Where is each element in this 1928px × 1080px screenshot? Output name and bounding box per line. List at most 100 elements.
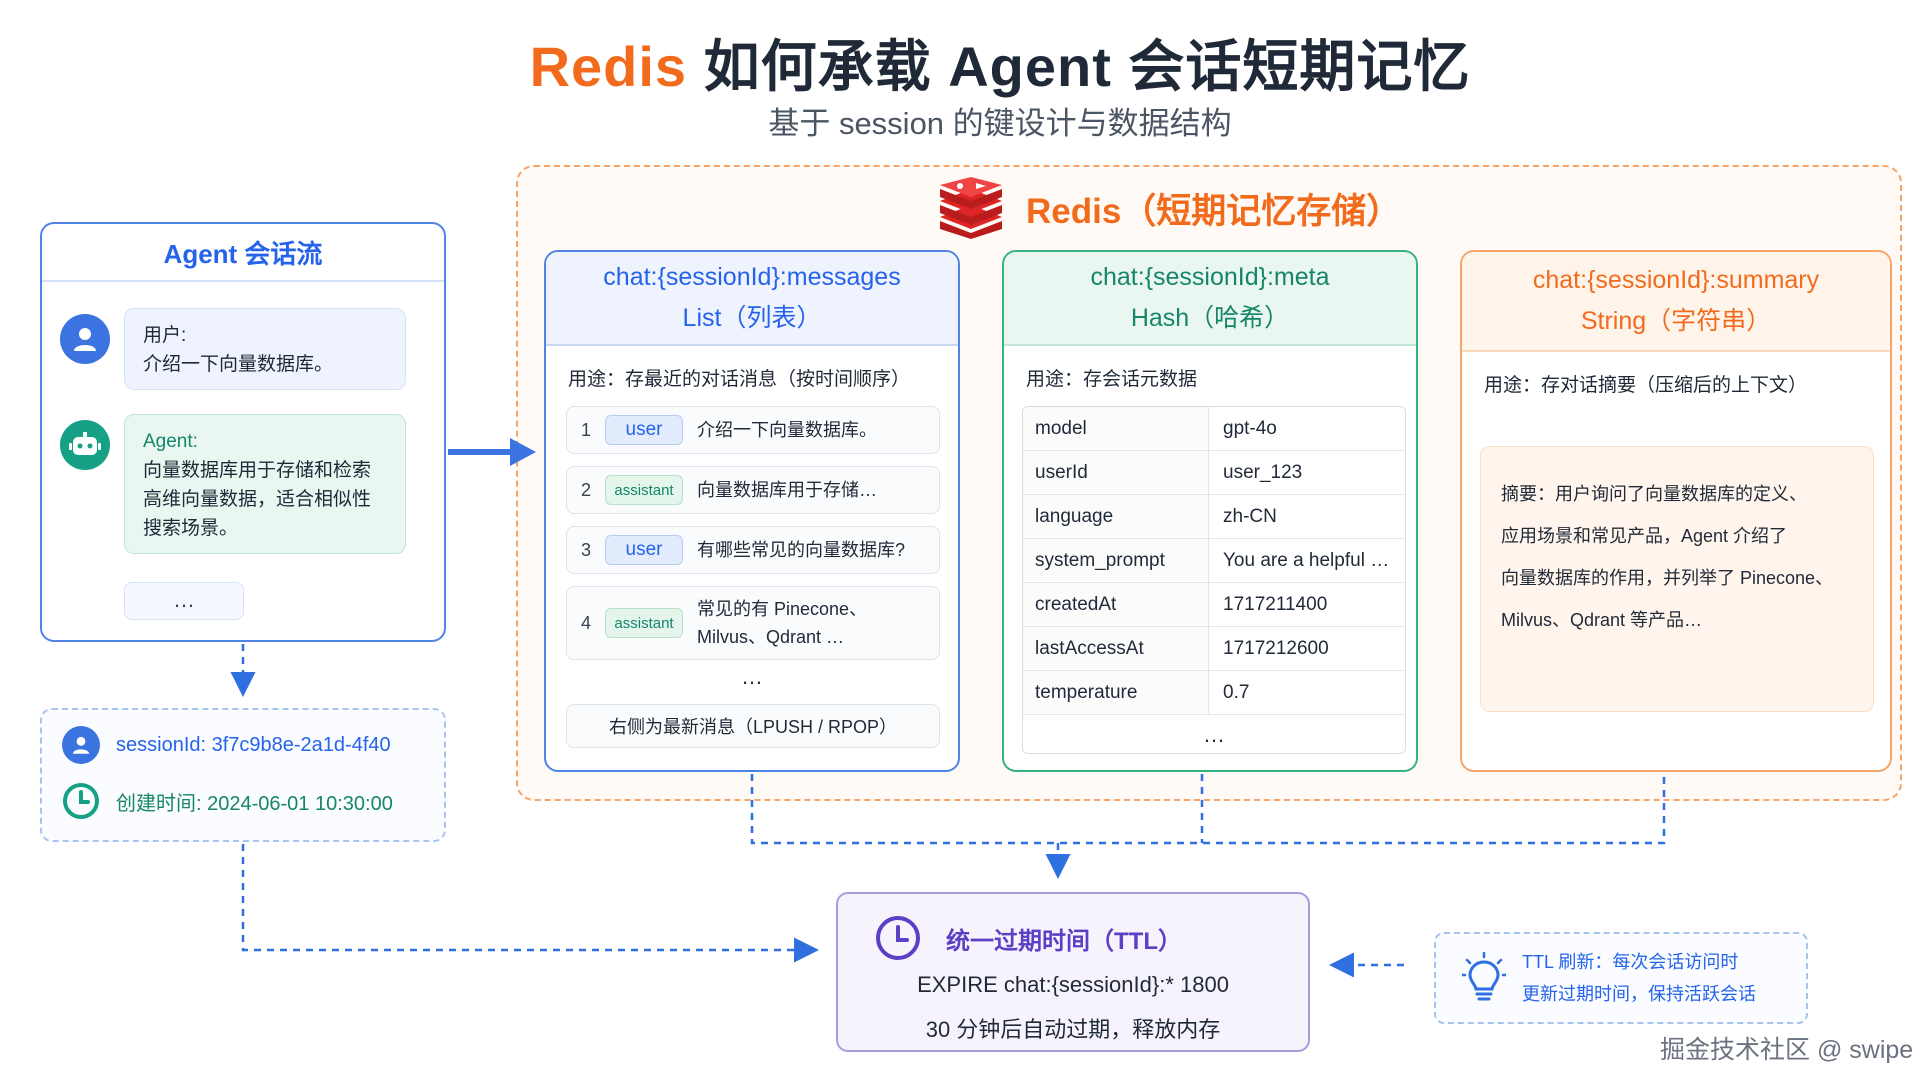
table-row: model gpt-4o: [1023, 407, 1405, 451]
user-icon: [62, 726, 100, 764]
redis-label: Redis（短期记忆存储）: [1026, 191, 1402, 231]
string-key: chat:{sessionId}:summary: [1532, 266, 1820, 294]
session-to-ttl-connector: [241, 844, 819, 963]
tip-line: 更新过期时间，保持活跃会话: [1522, 984, 1756, 1004]
list-item-line: Milvus、Qdrant …: [697, 627, 845, 647]
session-id-row: sessionId: 3f7c9b8e-2a1d-4f40: [62, 726, 391, 764]
clock-icon: [62, 782, 100, 820]
list-item-text: 有哪些常见的向量数据库?: [697, 540, 906, 560]
field-name: system_prompt: [1023, 539, 1209, 582]
session-created-text: 创建时间: 2024-06-01 10:30:00: [116, 792, 393, 815]
list-item-index: 3: [580, 539, 591, 560]
session-info-box: sessionId: 3f7c9b8e-2a1d-4f40 创建时间: 2024…: [40, 708, 446, 842]
list-item-text: 介绍一下向量数据库。: [697, 420, 877, 440]
hash-usage: 用途：存会话元数据: [1026, 369, 1198, 390]
page-subtitle: 基于 session 的键设计与数据结构: [768, 106, 1232, 141]
summary-line: 向量数据库的作用，并列举了 Pinecone、: [1501, 568, 1834, 588]
watermark: 掘金技术社区 @ swipe: [1660, 1036, 1914, 1064]
field-name: model: [1023, 407, 1209, 450]
list-footer: 右侧为最新消息（LPUSH / RPOP）: [566, 704, 940, 748]
user-avatar-icon: [60, 314, 110, 364]
user-message-text: 介绍一下向量数据库。: [143, 354, 334, 375]
redis-header: Redis（短期记忆存储）: [936, 172, 1401, 244]
hash-type: Hash（哈希）: [1130, 304, 1290, 332]
agent-message-line: 搜索场景。: [143, 518, 239, 539]
field-name: lastAccessAt: [1023, 627, 1209, 670]
ttl-box: 统一过期时间（TTL） EXPIRE chat:{sessionId}:* 18…: [836, 892, 1310, 1052]
page-title: Redis 如何承载 Agent 会话短期记忆: [0, 22, 1928, 103]
list-item-index: 1: [580, 419, 591, 440]
robot-avatar-icon: [60, 420, 110, 470]
agent-label: Agent:: [143, 431, 198, 452]
ttl-header: 统一过期时间（TTL）: [874, 914, 1182, 962]
redis-logo-icon: [940, 177, 1002, 239]
title-rest: 如何承载 Agent 会话短期记忆: [687, 35, 1471, 98]
list-item: 3 user 有哪些常见的向量数据库?: [566, 526, 940, 574]
field-value: 0.7: [1223, 681, 1250, 703]
summary-line: 摘要：用户询问了向量数据库的定义、: [1501, 484, 1807, 504]
field-value: 1717211400: [1223, 593, 1328, 615]
ttl-note: 30 分钟后自动过期，释放内存: [925, 1017, 1221, 1042]
user-label: 用户:: [143, 325, 187, 346]
list-item: 2 assistant 向量数据库用于存储…: [566, 466, 940, 514]
session-created-row: 创建时间: 2024-06-01 10:30:00: [62, 782, 393, 820]
hash-key: chat:{sessionId}:meta: [1090, 263, 1330, 291]
table-row: lastAccessAt 1717212600: [1023, 627, 1405, 671]
list-more: …: [741, 664, 763, 689]
list-item: 4 assistant 常见的有 Pinecone、 Milvus、Qdrant…: [566, 586, 940, 660]
tip-line: TTL 刷新：每次会话访问时: [1522, 952, 1739, 972]
list-type: List（列表）: [682, 304, 822, 332]
user-message-bubble: 用户: 介绍一下向量数据库。: [124, 308, 406, 390]
field-value: You are a helpful …: [1223, 549, 1390, 571]
string-card-header: chat:{sessionId}:summary String（字符串）: [1462, 252, 1890, 352]
lightbulb-icon: [1462, 952, 1506, 1001]
session-id-text: sessionId: 3f7c9b8e-2a1d-4f40: [116, 733, 391, 756]
title-brand: Redis: [529, 35, 688, 98]
list-item: 1 user 介绍一下向量数据库。: [566, 406, 940, 454]
field-name: userId: [1023, 451, 1209, 494]
summary-box: 摘要：用户询问了向量数据库的定义、 应用场景和常见产品，Agent 介绍了 向量…: [1480, 446, 1874, 712]
ttl-refresh-tip: TTL 刷新：每次会话访问时 更新过期时间，保持活跃会话: [1434, 932, 1808, 1024]
table-row: temperature 0.7: [1023, 671, 1405, 715]
messages-list-card: chat:{sessionId}:messages List（列表） 用途：存最…: [544, 250, 960, 772]
list-key: chat:{sessionId}:messages: [603, 263, 901, 291]
field-name: temperature: [1023, 671, 1209, 714]
summary-line: 应用场景和常见产品，Agent 介绍了: [1501, 526, 1788, 546]
table-row: userId user_123: [1023, 451, 1405, 495]
table-row: system_prompt You are a helpful …: [1023, 539, 1405, 583]
agent-panel-title: Agent 会话流: [42, 224, 444, 282]
field-name: createdAt: [1023, 583, 1209, 626]
summary-string-card: chat:{sessionId}:summary String（字符串） 用途：…: [1460, 250, 1892, 772]
ttl-command: EXPIRE chat:{sessionId}:* 1800: [917, 972, 1229, 997]
role-badge: user: [605, 535, 683, 565]
string-usage: 用途：存对话摘要（压缩后的上下文）: [1484, 375, 1808, 396]
list-item-index: 2: [580, 479, 591, 500]
string-type: String（字符串）: [1580, 307, 1772, 335]
agent-session-panel: Agent 会话流 用户: 介绍一下向量数据库。 Agent: 向量数据库用于存…: [40, 222, 446, 642]
field-value: user_123: [1223, 461, 1303, 483]
role-badge: assistant: [605, 608, 683, 638]
ttl-title: 统一过期时间（TTL）: [946, 927, 1182, 955]
list-item-index: 4: [580, 612, 591, 633]
field-value: gpt-4o: [1223, 417, 1277, 439]
list-usage: 用途：存最近的对话消息（按时间顺序）: [568, 369, 911, 390]
field-value: 1717212600: [1223, 637, 1329, 659]
list-item-text: 向量数据库用于存储…: [697, 480, 877, 500]
list-card-header: chat:{sessionId}:messages List（列表）: [546, 252, 958, 346]
meta-hash-card: chat:{sessionId}:meta Hash（哈希） 用途：存会话元数据…: [1002, 250, 1418, 772]
list-item-line: 常见的有 Pinecone、: [697, 599, 868, 619]
table-row: createdAt 1717211400: [1023, 583, 1405, 627]
list-item-text: 常见的有 Pinecone、 Milvus、Qdrant …: [697, 595, 867, 651]
clock-icon: [876, 916, 920, 960]
hash-more: …: [1203, 722, 1225, 747]
tip-text: TTL 刷新：每次会话访问时 更新过期时间，保持活跃会话: [1522, 946, 1756, 1010]
summary-line: Milvus、Qdrant 等产品…: [1501, 610, 1703, 630]
agent-message-line: 高维向量数据，适合相似性: [143, 489, 372, 510]
field-name: language: [1023, 495, 1209, 538]
agent-message-bubble: Agent: 向量数据库用于存储和检索 高维向量数据，适合相似性 搜索场景。: [124, 414, 406, 554]
hash-card-header: chat:{sessionId}:meta Hash（哈希）: [1004, 252, 1416, 346]
role-badge: assistant: [605, 475, 683, 505]
role-badge: user: [605, 415, 683, 445]
